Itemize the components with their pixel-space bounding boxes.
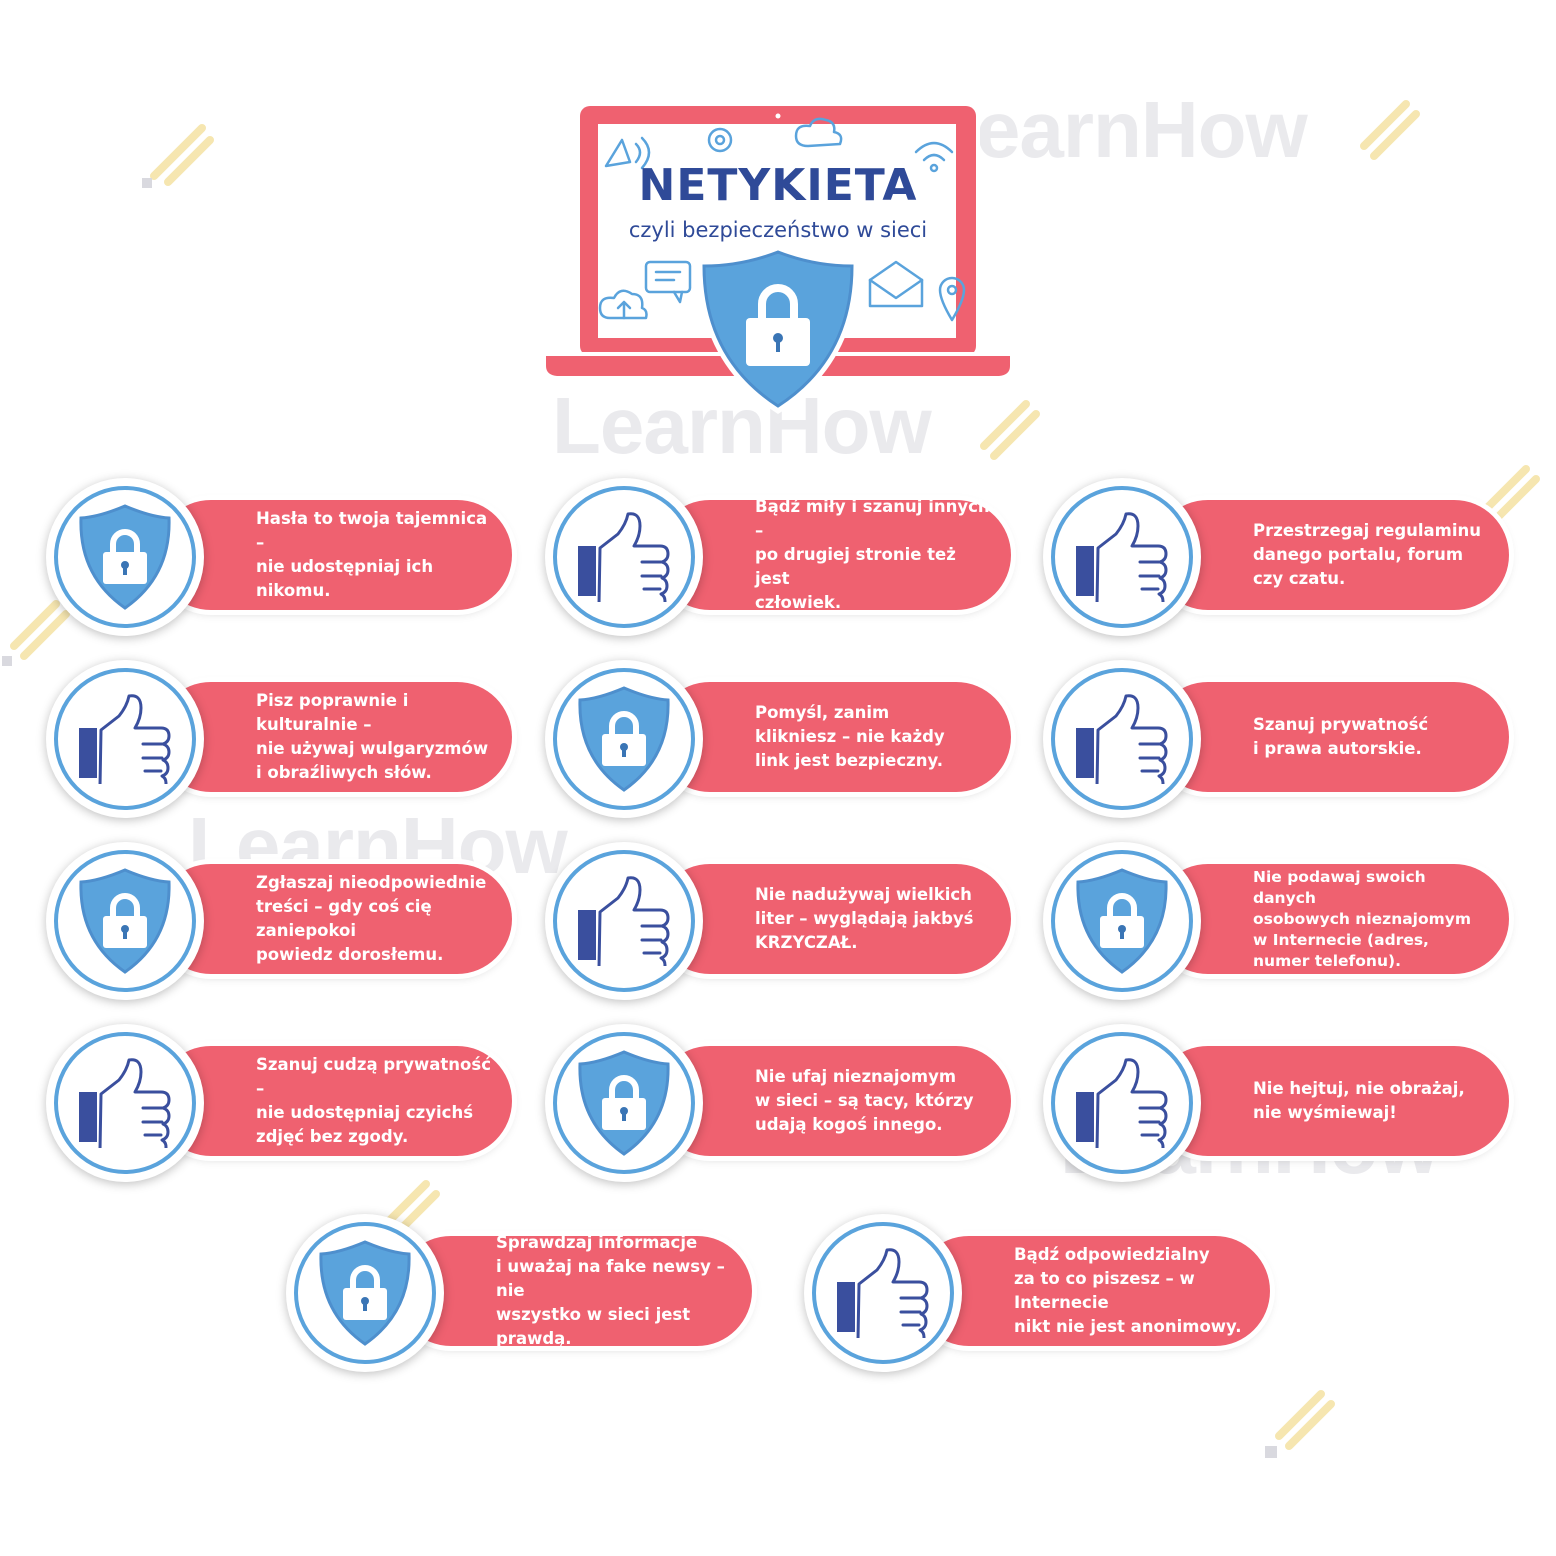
thumbs-up-icon — [1051, 1032, 1193, 1174]
rule-badge — [545, 1024, 703, 1182]
rule-pill: Szanuj cudzą prywatność – nie udostępnia… — [156, 1046, 512, 1156]
rule-text: Bądź miły i szanuj innych – po drugiej s… — [755, 497, 990, 612]
rule-text: Pisz poprawnie i kulturalnie – nie używa… — [256, 691, 489, 782]
rule-pill: Nie podawaj swoich danych osobowych niez… — [1153, 864, 1509, 974]
rule-text: Pomyśl, zanim klikniesz – nie każdy link… — [755, 703, 945, 770]
rule-badge — [1043, 660, 1201, 818]
rule-card: Pomyśl, zanim klikniesz – nie każdy link… — [545, 660, 1015, 818]
rule-card: Nie podawaj swoich danych osobowych niez… — [1043, 842, 1513, 1000]
pencil-icon — [2, 600, 70, 666]
rule-card: Nie ufaj nieznajomym w sieci – są tacy, … — [545, 1024, 1015, 1182]
pencil-icon — [980, 400, 1040, 460]
rule-text: Nie ufaj nieznajomym w sieci – są tacy, … — [755, 1067, 974, 1134]
watermark: LearnHow — [552, 381, 932, 470]
rule-badge — [46, 478, 204, 636]
shield-lock-icon — [294, 1222, 436, 1364]
rule-pill: Bądź odpowiedzialny za to co piszesz – w… — [914, 1236, 1270, 1346]
rule-badge — [545, 478, 703, 636]
rule-badge — [545, 842, 703, 1000]
rule-badge — [1043, 1024, 1201, 1182]
rule-text: Zgłaszaj nieodpowiednie treści – gdy coś… — [256, 873, 487, 964]
rule-pill: Przestrzegaj regulaminu danego portalu, … — [1153, 500, 1509, 610]
pencil-icon — [142, 124, 214, 188]
rule-card: Bądź odpowiedzialny za to co piszesz – w… — [804, 1214, 1274, 1372]
rule-badge — [46, 1024, 204, 1182]
thumbs-up-icon — [1051, 668, 1193, 810]
pencil-icon — [1480, 465, 1540, 525]
shield-lock-icon — [553, 1032, 695, 1174]
thumbs-up-icon — [54, 1032, 196, 1174]
thumbs-up-icon — [812, 1222, 954, 1364]
rule-card: Sprawdzaj informacje i uważaj na fake ne… — [286, 1214, 756, 1372]
rule-pill: Nie nadużywaj wielkich liter – wyglądają… — [655, 864, 1011, 974]
page-title: NETYKIETA — [638, 160, 918, 211]
rule-card: Przestrzegaj regulaminu danego portalu, … — [1043, 478, 1513, 636]
rule-text: Nie podawaj swoich danych osobowych niez… — [1253, 867, 1472, 970]
rule-text: Nie nadużywaj wielkich liter – wyglądają… — [755, 885, 974, 952]
rule-pill: Szanuj prywatność i prawa autorskie. — [1153, 682, 1509, 792]
rule-card: Hasła to twoja tajemnica – nie udostępni… — [46, 478, 516, 636]
page-subtitle: czyli bezpieczeństwo w sieci — [628, 218, 928, 242]
rule-text: Bądź odpowiedzialny za to co piszesz – w… — [1014, 1245, 1242, 1336]
laptop-illustration — [540, 100, 1016, 420]
pencil-icon — [1360, 100, 1420, 160]
rule-card: Szanuj cudzą prywatność – nie udostępnia… — [46, 1024, 516, 1182]
rule-text: Hasła to twoja tajemnica – nie udostępni… — [256, 509, 488, 600]
rule-card: Nie hejtuj, nie obrażaj, nie wyśmiewaj! — [1043, 1024, 1513, 1182]
shield-lock-icon — [1051, 850, 1193, 992]
rule-badge — [1043, 842, 1201, 1000]
rule-pill: Nie ufaj nieznajomym w sieci – są tacy, … — [655, 1046, 1011, 1156]
rule-badge — [1043, 478, 1201, 636]
rule-badge — [46, 660, 204, 818]
rule-pill: Bądź miły i szanuj innych – po drugiej s… — [655, 497, 1011, 612]
watermark: LearnHow — [928, 85, 1308, 174]
rule-text: Nie hejtuj, nie obrażaj, nie wyśmiewaj! — [1253, 1079, 1465, 1122]
rule-card: Bądź miły i szanuj innych – po drugiej s… — [545, 478, 1015, 636]
rule-pill: Pomyśl, zanim klikniesz – nie każdy link… — [655, 682, 1011, 792]
thumbs-up-icon — [553, 486, 695, 628]
shield-lock-icon — [553, 668, 695, 810]
rule-card: Pisz poprawnie i kulturalnie – nie używa… — [46, 660, 516, 818]
rule-text: Przestrzegaj regulaminu danego portalu, … — [1253, 521, 1482, 588]
rule-pill: Nie hejtuj, nie obrażaj, nie wyśmiewaj! — [1153, 1046, 1509, 1156]
rule-text: Szanuj cudzą prywatność – nie udostępnia… — [256, 1055, 491, 1146]
rule-text: Sprawdzaj informacje i uważaj na fake ne… — [496, 1233, 725, 1348]
thumbs-up-icon — [1051, 486, 1193, 628]
thumbs-up-icon — [553, 850, 695, 992]
rule-card: Zgłaszaj nieodpowiednie treści – gdy coś… — [46, 842, 516, 1000]
thumbs-up-icon — [54, 668, 196, 810]
shield-lock-icon — [54, 850, 196, 992]
rule-pill: Hasła to twoja tajemnica – nie udostępni… — [156, 500, 512, 610]
rule-pill: Pisz poprawnie i kulturalnie – nie używa… — [156, 682, 512, 792]
rule-badge — [286, 1214, 444, 1372]
pencil-icon — [1265, 1390, 1335, 1458]
rule-card: Szanuj prywatność i prawa autorskie. — [1043, 660, 1513, 818]
rule-card: Nie nadużywaj wielkich liter – wyglądają… — [545, 842, 1015, 1000]
rule-badge — [545, 660, 703, 818]
rule-pill: Sprawdzaj informacje i uważaj na fake ne… — [396, 1233, 752, 1348]
rule-badge — [804, 1214, 962, 1372]
rule-text: Szanuj prywatność i prawa autorskie. — [1253, 715, 1429, 758]
shield-lock-icon — [54, 486, 196, 628]
rule-badge — [46, 842, 204, 1000]
rule-pill: Zgłaszaj nieodpowiednie treści – gdy coś… — [156, 864, 512, 974]
